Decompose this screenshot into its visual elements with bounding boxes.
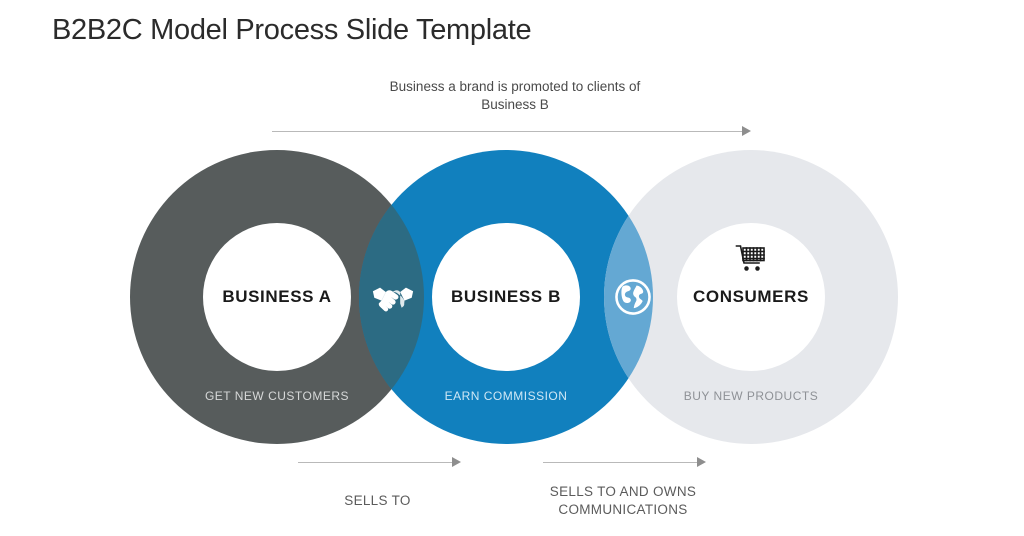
venn-diagram bbox=[0, 140, 1024, 460]
circle-label-consumers: CONSUMERS bbox=[693, 287, 809, 306]
bottom-right-arrow-line bbox=[543, 462, 698, 463]
top-flow-caption: Business a brand is promoted to clients … bbox=[389, 79, 641, 112]
circle-label-business-a: BUSINESS A bbox=[222, 287, 332, 306]
top-arrow-line bbox=[272, 131, 744, 132]
bottom-left-arrow-line bbox=[298, 462, 453, 463]
circle-sublabel-business-a: GET NEW CUSTOMERS bbox=[204, 389, 350, 403]
bottom-right-arrow-head bbox=[697, 457, 706, 467]
circle-sublabel-consumers: BUY NEW PRODUCTS bbox=[683, 389, 819, 403]
globe-icon bbox=[610, 274, 656, 320]
shopping-cart-icon bbox=[735, 242, 767, 274]
circle-sublabel-business-b: EARN COMMISSION bbox=[444, 389, 568, 403]
bottom-left-arrow-head bbox=[452, 457, 461, 467]
inner-circle-b bbox=[432, 223, 580, 371]
caption-sells-to: SELLS TO bbox=[344, 493, 411, 508]
inner-circle-a bbox=[203, 223, 351, 371]
top-arrow-head bbox=[742, 126, 751, 136]
circle-label-business-b: BUSINESS B bbox=[451, 287, 561, 306]
page-title: B2B2C Model Process Slide Template bbox=[52, 14, 532, 46]
caption-sells-to-and-owns-communications: SELLS TO AND OWNS COMMUNICATIONS bbox=[549, 484, 697, 517]
inner-circle-c bbox=[677, 223, 825, 371]
handshake-icon bbox=[370, 274, 416, 320]
